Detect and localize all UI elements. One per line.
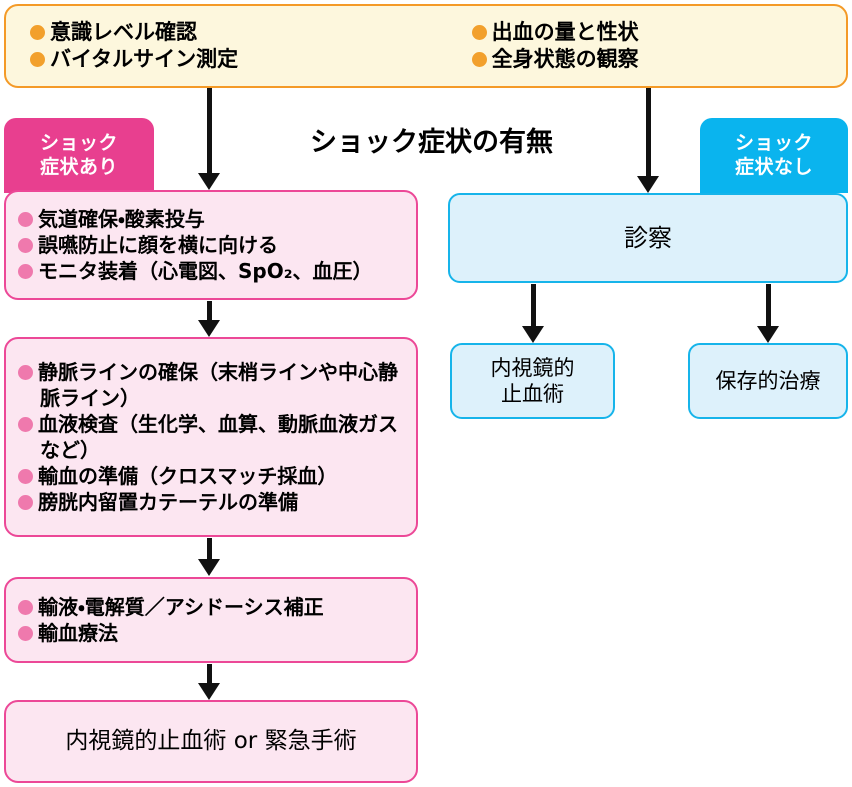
list-item-label: 意識レベル確認 — [50, 19, 197, 44]
list-item-label: 全身状態の観察 — [491, 47, 639, 71]
list-item-label: モニタ装着（心電図、SpO₂、血圧） — [38, 259, 373, 283]
arrow-head-icon — [198, 320, 220, 337]
shock-yes-step4-label: 内視鏡的止血術 or 緊急手術 — [65, 728, 357, 755]
arrow-shaft — [765, 284, 771, 326]
list-item: 誤嚥防止に顔を横に向ける — [18, 232, 406, 258]
list-item: 血液検査（生化学、血算、動脈血液ガスなど） — [18, 411, 406, 463]
list-item: 輸液・電解質／アシドーシス補正 — [18, 594, 406, 620]
bullet-dot-icon — [18, 469, 33, 484]
examination-box: 診察 — [448, 193, 848, 283]
arrow-shaft — [206, 538, 212, 561]
examination-label: 診察 — [624, 224, 672, 252]
bullet-dot-icon — [471, 52, 487, 67]
arrow-shaft — [206, 88, 212, 173]
list-item-label: バイタルサイン測定 — [50, 47, 239, 71]
shock-yes-step3-list: 輸液・電解質／アシドーシス補正 輸血療法 — [6, 594, 416, 646]
shock-yes-step3-box: 輸液・電解質／アシドーシス補正 輸血療法 — [4, 577, 418, 663]
shock-yes-tab-line2: 症状あり — [39, 155, 118, 178]
bullet-dot-icon — [18, 495, 33, 510]
assessment-box: 意識レベル確認 バイタルサイン測定 出血の量と性状 全身状態の観察 — [4, 4, 848, 88]
endoscopic-hemostasis-label: 内視鏡的 止血術 — [452, 355, 613, 408]
arrow-head-icon — [637, 176, 659, 193]
bullet-dot-icon — [18, 365, 33, 380]
endoscopic-hemostasis-line1: 内視鏡的 — [490, 355, 575, 380]
endoscopic-hemostasis-line2: 止血術 — [501, 382, 564, 406]
shock-yes-tab-line1: ショック — [39, 132, 118, 155]
shock-no-tab: ショック 症状なし — [700, 118, 848, 193]
shock-no-tab-line2: 症状なし — [734, 155, 813, 178]
bullet-dot-icon — [18, 212, 33, 227]
list-item-label: 輸液・電解質／アシドーシス補正 — [38, 595, 324, 619]
shock-yes-step1-box: 気道確保・酸素投与 誤嚥防止に顔を横に向ける モニタ装着（心電図、SpO₂、血圧… — [4, 190, 418, 300]
arrow-head-icon — [522, 326, 544, 343]
arrow-head-icon — [198, 559, 220, 576]
list-item: 気道確保・酸素投与 — [18, 206, 406, 232]
arrow-shaft — [206, 664, 212, 685]
bullet-dot-icon — [471, 24, 487, 40]
shock-yes-tab: ショック 症状あり — [4, 118, 154, 193]
list-item-label: 輸血療法 — [38, 621, 118, 645]
arrow-shaft — [645, 88, 651, 176]
bullet-dot-icon — [18, 626, 33, 641]
list-item: 意識レベル確認 — [30, 19, 450, 46]
shock-yes-step4-box: 内視鏡的止血術 or 緊急手術 — [4, 700, 418, 783]
list-item: モニタ装着（心電図、SpO₂、血圧） — [18, 258, 406, 284]
list-item-label: 膀胱内留置カテーテルの準備 — [38, 490, 298, 514]
list-item-label: 気道確保・酸素投与 — [38, 207, 205, 231]
list-item: 出血の量と性状 — [471, 19, 836, 46]
endoscopic-hemostasis-box: 内視鏡的 止血術 — [450, 343, 615, 419]
list-item: 膀胱内留置カテーテルの準備 — [18, 489, 406, 515]
bullet-dot-icon — [30, 24, 45, 40]
conservative-treatment-label: 保存的治療 — [715, 368, 821, 393]
arrow-head-icon — [757, 326, 779, 343]
list-item: 輸血療法 — [18, 620, 406, 646]
list-item: 全身状態の観察 — [471, 46, 836, 73]
list-item-label: 静脈ラインの確保（末梢ラインや中心静脈ライン） — [38, 360, 398, 410]
list-item: バイタルサイン測定 — [30, 46, 450, 73]
bullet-dot-icon — [30, 52, 45, 67]
list-item: 輸血の準備（クロスマッチ採血） — [18, 463, 406, 489]
arrow-head-icon — [198, 683, 220, 700]
list-item: 静脈ラインの確保（末梢ラインや中心静脈ライン） — [18, 359, 406, 411]
arrow-shaft — [530, 284, 536, 326]
assessment-right-column: 出血の量と性状 全身状態の観察 — [460, 19, 846, 74]
bullet-dot-icon — [18, 417, 33, 432]
list-item-label: 出血の量と性状 — [491, 19, 639, 44]
assessment-right-list: 出血の量と性状 全身状態の観察 — [460, 19, 846, 74]
bullet-dot-icon — [18, 264, 33, 279]
list-item-label: 誤嚥防止に顔を横に向ける — [38, 233, 278, 257]
page-title: ショック症状の有無 — [310, 127, 553, 158]
assessment-columns: 意識レベル確認 バイタルサイン測定 出血の量と性状 全身状態の観察 — [6, 19, 846, 74]
assessment-left-list: 意識レベル確認 バイタルサイン測定 — [18, 19, 460, 74]
shock-no-tab-line1: ショック — [734, 132, 813, 155]
shock-yes-step2-box: 静脈ラインの確保（末梢ラインや中心静脈ライン） 血液検査（生化学、血算、動脈血液… — [4, 337, 418, 537]
arrow-shaft — [206, 301, 212, 322]
list-item-label: 血液検査（生化学、血算、動脈血液ガスなど） — [38, 412, 398, 462]
shock-yes-step2-list: 静脈ラインの確保（末梢ラインや中心静脈ライン） 血液検査（生化学、血算、動脈血液… — [6, 359, 416, 515]
arrow-head-icon — [198, 173, 220, 190]
bullet-dot-icon — [18, 600, 33, 615]
list-item-label: 輸血の準備（クロスマッチ採血） — [38, 464, 338, 488]
shock-yes-step1-list: 気道確保・酸素投与 誤嚥防止に顔を横に向ける モニタ装着（心電図、SpO₂、血圧… — [6, 206, 416, 284]
assessment-left-column: 意識レベル確認 バイタルサイン測定 — [6, 19, 460, 74]
bullet-dot-icon — [18, 238, 33, 253]
conservative-treatment-box: 保存的治療 — [688, 343, 848, 419]
